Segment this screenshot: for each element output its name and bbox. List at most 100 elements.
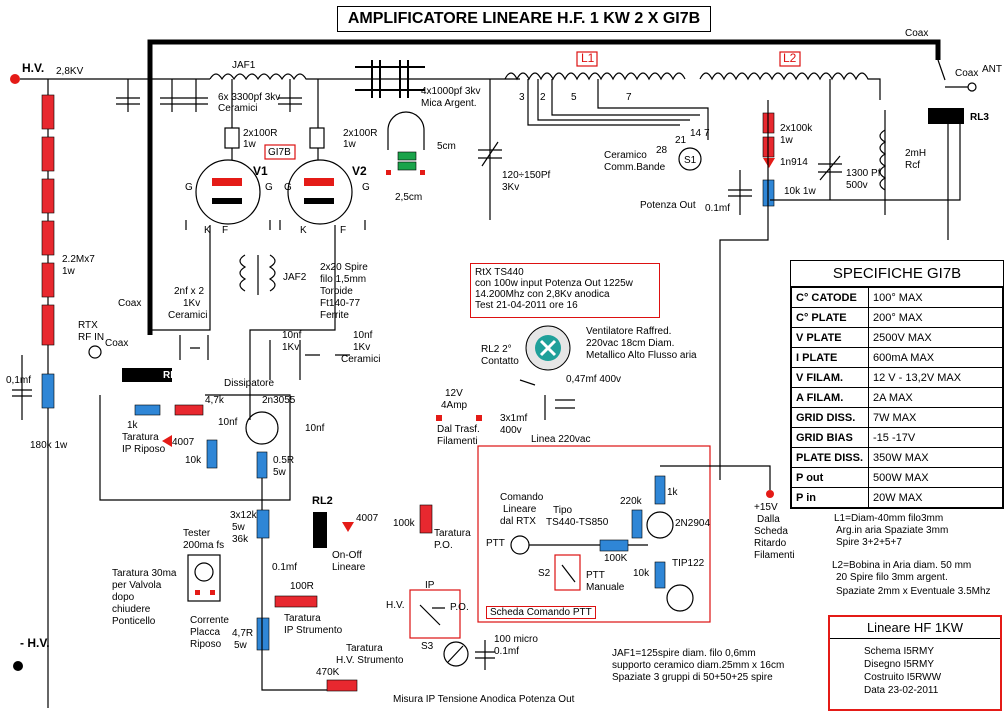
ptt-man-label-2: Manuale [586, 582, 625, 593]
coax-in2-label: Coax [105, 338, 129, 349]
trimmer-hv-instrument[interactable] [326, 679, 358, 692]
q-2n2904-label: 2N2904 [675, 518, 711, 529]
c-1300-label: 1300 Pf [846, 168, 881, 179]
g2a-label: G [284, 182, 292, 193]
f1-label: F [222, 225, 229, 236]
jaf2-label: JAF2 [283, 272, 307, 283]
tar-po-label-1: Taratura [434, 528, 471, 539]
jaf1-choke [209, 73, 520, 81]
spec-value: 20W MAX [868, 487, 1003, 508]
tap-7-label: 7 [626, 92, 632, 103]
f2-label: F [340, 225, 347, 236]
tap-7b-label: 7 [704, 128, 710, 139]
toroid-label-3: Toroide [320, 286, 353, 297]
bandswitch-s1[interactable] [678, 147, 702, 171]
bias-regulator [99, 394, 291, 501]
bandswitch-label-1: Ceramico [604, 150, 647, 161]
cmd-label-2: Lineare [503, 504, 537, 515]
c-10nf-c-label: 10nf [218, 417, 238, 428]
spec-key: PLATE DISS. [791, 447, 869, 468]
meter-label-2: 0.1mf [494, 646, 520, 657]
spec-key: GRID BIAS [791, 427, 869, 448]
l1-note-1: L1=Diam-40mm filo3mm [834, 513, 944, 524]
rf-output-line [147, 39, 941, 335]
credits-line: Disegno I5RMY [864, 659, 935, 670]
trimmer-100k[interactable] [419, 504, 433, 534]
diode-4007b [342, 522, 354, 532]
g2b-label: G [362, 182, 370, 193]
trimmer-ip-instrument[interactable] [274, 595, 318, 608]
cmd-label-1: Comando [500, 492, 544, 503]
tar-ips-label-1: Taratura [284, 613, 321, 624]
ptt-board [477, 445, 711, 623]
rl2-contact-label-2: Contatto [481, 356, 519, 367]
tune-var-cap[interactable] [478, 79, 502, 220]
g1b-label: G [265, 182, 273, 193]
r-grid2-w-label: 1w [343, 139, 356, 150]
tipo-label-1: Tipo [553, 505, 573, 516]
r-22m-w-label: 1w [62, 266, 75, 277]
corrente-label-2: Placca [190, 627, 221, 638]
jaf1-note-2: supporto ceramico diam.25mm x 16cm [612, 660, 785, 671]
s2-switch[interactable] [561, 564, 576, 583]
plate-coupling-caps [355, 60, 425, 98]
rf-in-connector[interactable] [88, 345, 102, 359]
cathode-wiring [150, 225, 336, 420]
l1-note-2: Arg.in aria Spaziate 3mm [836, 525, 949, 536]
d-4007a-label: 4007 [172, 437, 195, 448]
misura-label: Misura IP Tensione Anodica Potenza Out [393, 694, 575, 705]
ant-connector[interactable] [967, 82, 977, 92]
r-05r-label: 0.5R [273, 455, 295, 466]
s3-switch[interactable] [419, 604, 445, 626]
ptt-label: PTT [486, 538, 505, 549]
cathode-return [261, 478, 327, 691]
cmd-label-3: dal RTX [500, 516, 536, 527]
jaf2-toroid [239, 254, 276, 295]
r-10k-a-label: 10k [185, 455, 202, 466]
c-10nf-b-label-1: 10nf [353, 330, 373, 341]
spec-key: P out [791, 467, 869, 488]
taratura-ip-label-2: IP Riposo [122, 444, 166, 455]
c-10nf-a-label-2: 1Kv [282, 342, 300, 353]
test-line: 14.200Mhz con 2,8Kv anodica [475, 289, 610, 300]
sw-hv-label: H.V. [386, 600, 405, 611]
resistor-220k [631, 509, 643, 539]
resistor-1k-ptt [654, 475, 666, 505]
onoff-label-2: Lineare [332, 562, 366, 573]
tar-30-label-1: Taratura 30ma [112, 568, 177, 579]
spec-key: V FILAM. [791, 367, 869, 388]
spec-value: 2500V MAX [868, 327, 1003, 348]
caps-hv-type-label: Ceramici [218, 103, 258, 114]
c-01mf-left-label: 0,1mf [6, 375, 32, 386]
resistor-3x12k [256, 509, 270, 539]
toroid-label-5: Ferrite [320, 310, 349, 321]
ptt-connector[interactable] [510, 535, 530, 555]
relay-rl2 [313, 512, 327, 548]
spec-key: V PLATE [791, 327, 869, 348]
gi7b-label: GI7B [268, 147, 291, 158]
resistor-100k-ptt [599, 539, 629, 552]
tar-30-label-3: dopo [112, 592, 135, 603]
caps-3x1-label-1: 3x1mf [500, 413, 528, 424]
test-info-box: RtX TS440 con 100w input Potenza Out 122… [470, 263, 660, 318]
table-row: V FILAM.12 V - 13,2V MAX [791, 367, 1003, 388]
table-row: GRID DISS.7W MAX [791, 407, 1003, 428]
s2-box [554, 554, 581, 591]
rfc-label: 2mH [905, 148, 927, 159]
table-row: PLATE DISS.350W MAX [791, 447, 1003, 468]
resistor-47r [256, 617, 270, 651]
r-grid1-w-label: 1w [243, 139, 256, 150]
toroid-label-1: 2x20 Spire [320, 262, 368, 273]
taratura-ip-label-1: Taratura [122, 432, 159, 443]
rl3-label: RL3 [970, 112, 989, 123]
spec-title: SPECIFICHE GI7B [791, 261, 1003, 287]
spec-value: 500W MAX [868, 467, 1003, 488]
plus15-terminal [766, 490, 774, 498]
jaf1-bypass-cap [278, 79, 302, 112]
load-var-cap[interactable] [818, 79, 842, 200]
r-grid1-label: 2x100R [243, 128, 278, 139]
spec-key: I PLATE [791, 347, 869, 368]
